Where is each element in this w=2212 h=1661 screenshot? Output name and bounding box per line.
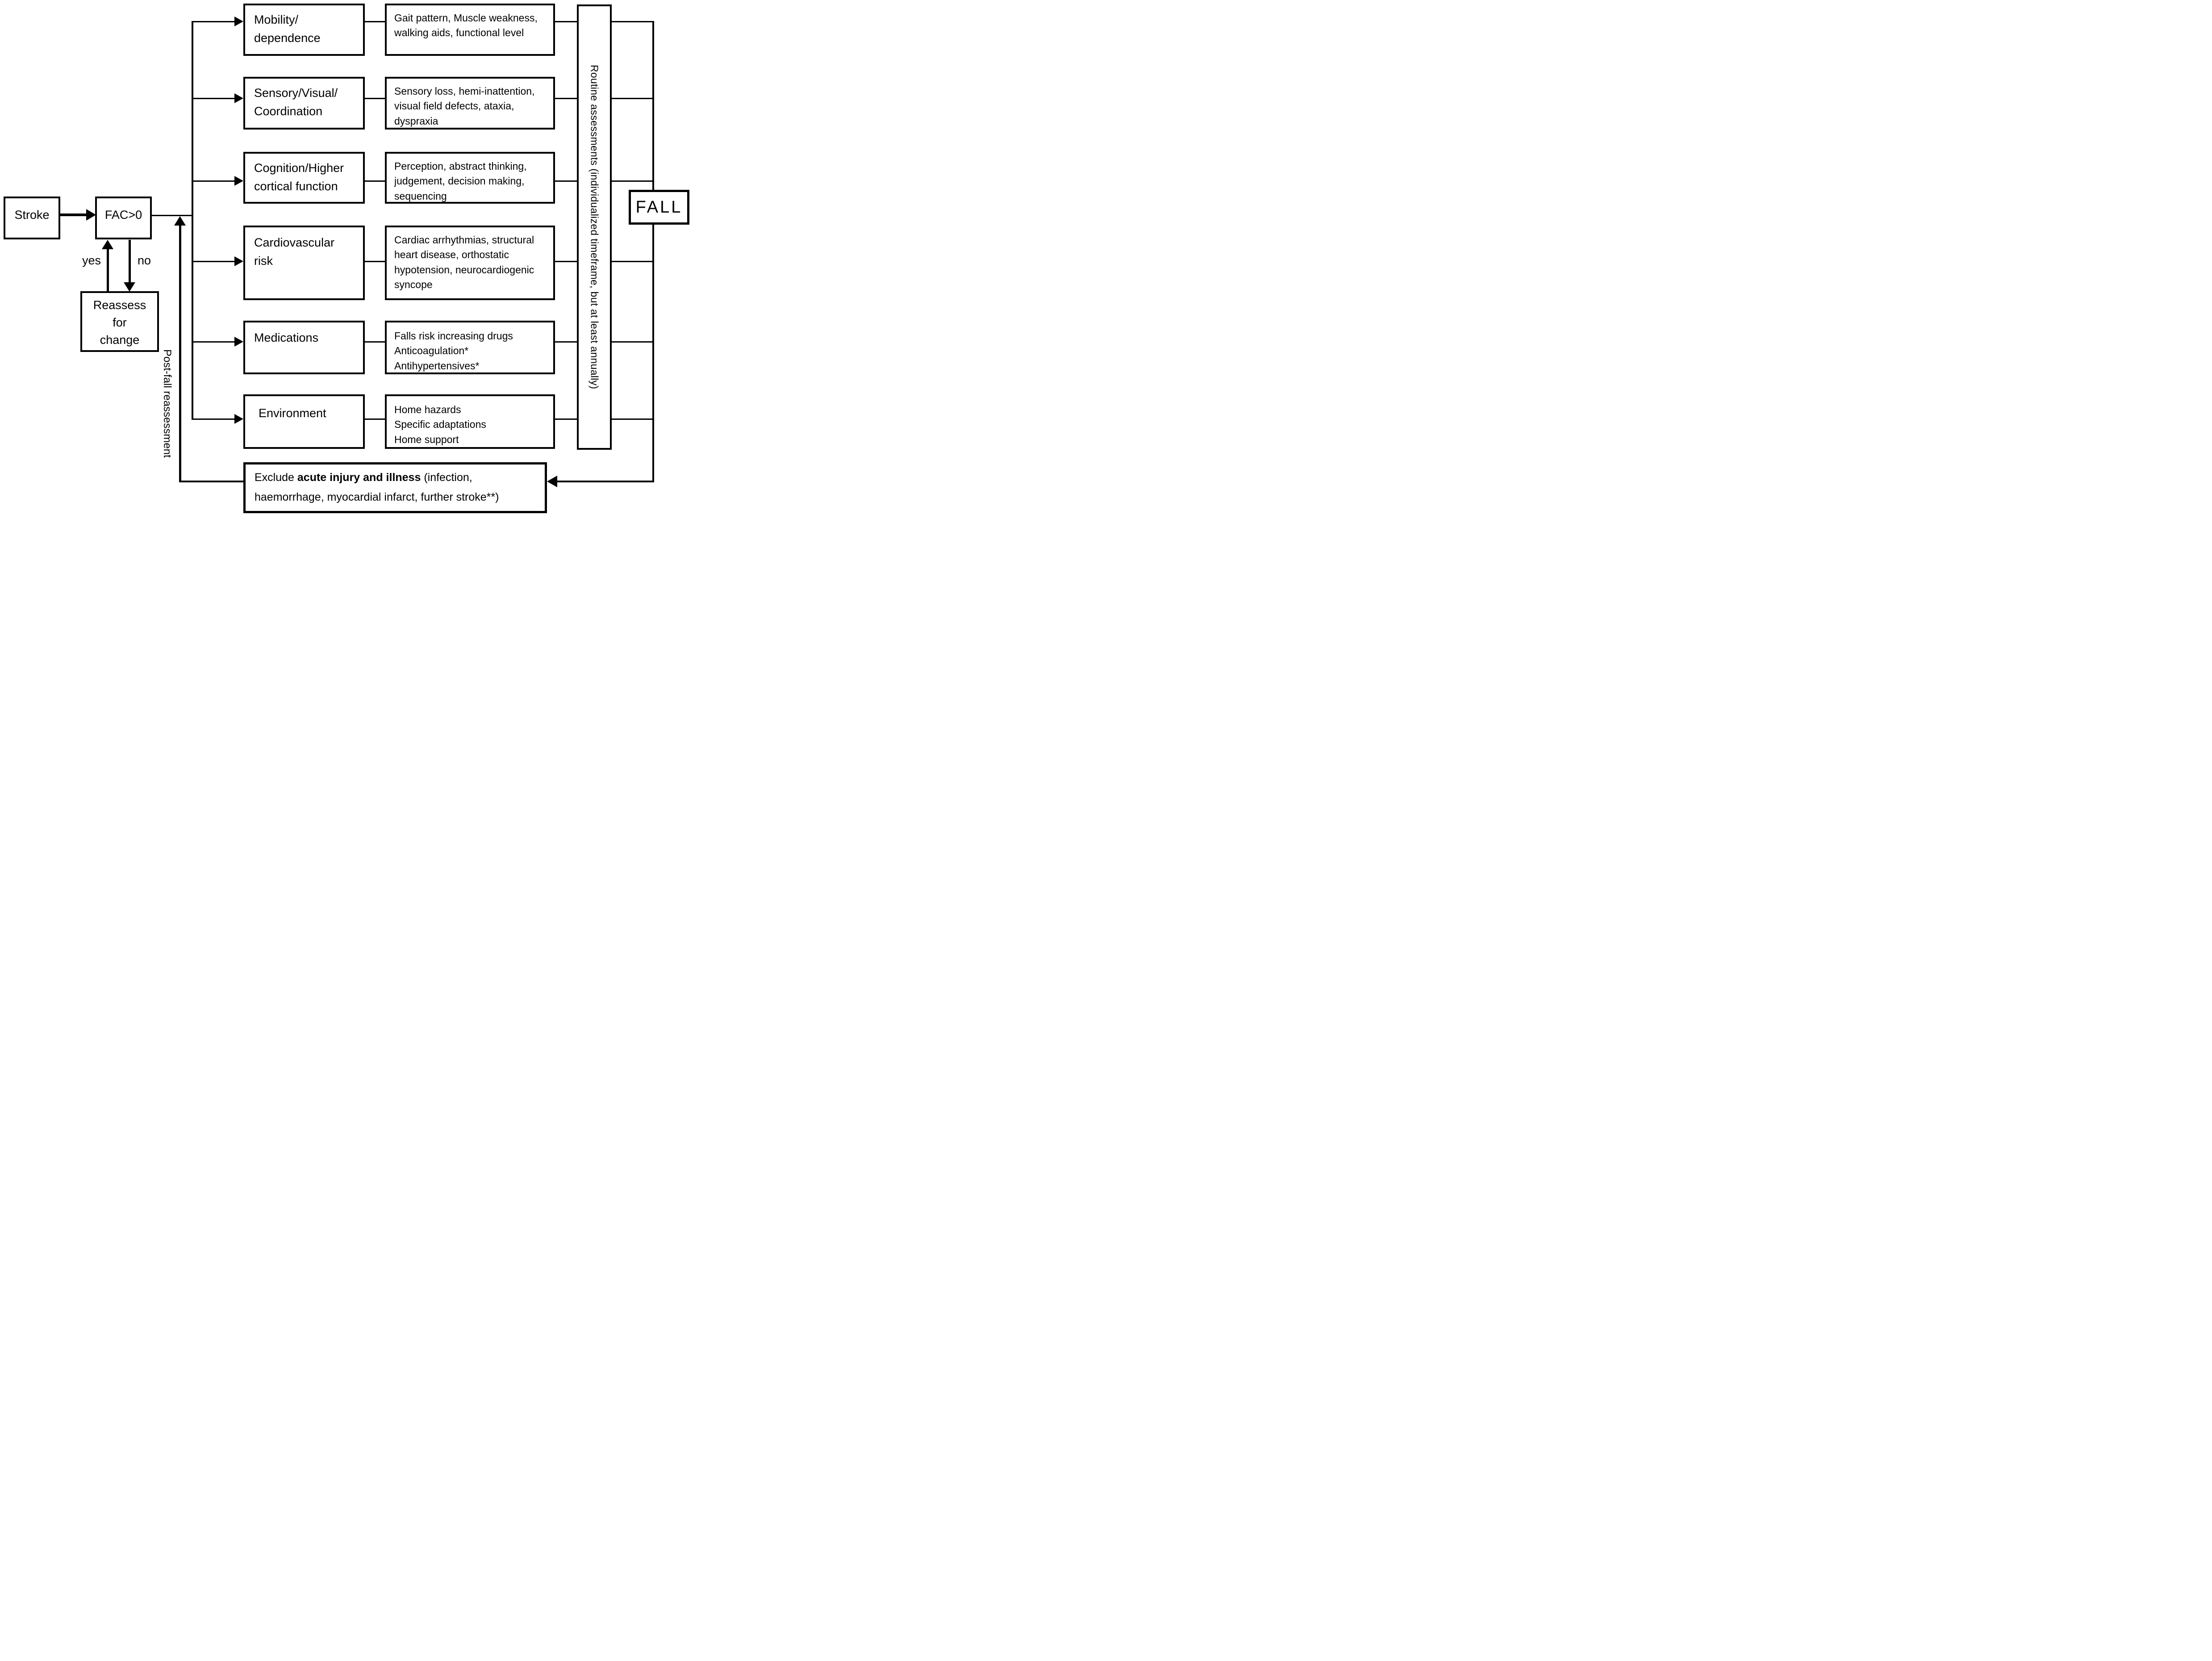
detail-box-sensory: Sensory loss, hemi-inattention, visual f…: [385, 77, 555, 130]
detail-box-environment: Home hazards Specific adaptations Home s…: [385, 394, 555, 449]
arrowhead-row1: [234, 17, 243, 26]
line-cat-det-row2: [365, 98, 385, 99]
exclude-text-pre: Exclude: [255, 471, 297, 484]
line-rung-row4: [612, 261, 654, 262]
yes-label: yes: [82, 254, 101, 267]
line-rung-row2: [612, 98, 654, 99]
line-det-routine-row1: [555, 21, 577, 22]
detail-box-mobility: Gait pattern, Muscle weakness, walking a…: [385, 4, 555, 56]
line-det-routine-row4: [555, 261, 577, 262]
line-yes: [107, 248, 109, 291]
detail-box-cognition: Perception, abstract thinking, judgement…: [385, 152, 555, 204]
line-right-spine-top: [652, 21, 654, 190]
category-box-cognition: Cognition/Higher cortical function: [243, 152, 365, 204]
line-cat-det-row1: [365, 21, 385, 22]
no-label: no: [138, 254, 151, 267]
line-cat-det-row6: [365, 418, 385, 420]
fac-box: FAC>0: [95, 197, 152, 239]
arrowhead-no-down: [124, 282, 135, 292]
arrowhead-row2: [234, 93, 243, 103]
line-rung-row5: [612, 341, 654, 343]
arrowhead-postfall-up: [174, 216, 186, 226]
line-branch-row4: [192, 261, 235, 262]
detail-box-medications: Falls risk increasing drugs Anticoagulat…: [385, 321, 555, 374]
line-det-routine-row5: [555, 341, 577, 343]
category-box-sensory: Sensory/Visual/ Coordination: [243, 77, 365, 130]
detail-box-cardiovascular: Cardiac arrhythmias, structural heart di…: [385, 226, 555, 300]
line-branch-row3: [192, 180, 235, 182]
category-box-mobility: Mobility/ dependence: [243, 4, 365, 56]
exclude-box: Exclude acute injury and illness (infect…: [243, 462, 547, 513]
line-cat-det-row4: [365, 261, 385, 262]
line-det-routine-row3: [555, 180, 577, 182]
line-right-spine-bottom: [652, 225, 654, 482]
line-cat-det-row3: [365, 180, 385, 182]
line-fall-to-exclude: [557, 481, 653, 482]
flowchart-canvas: Stroke FAC>0 Reassess for change yes no …: [0, 0, 690, 518]
line-fac-to-branch: [152, 215, 193, 216]
arrowhead-row3: [234, 176, 243, 186]
arrowhead-yes-up: [102, 240, 113, 249]
line-branch-row6: [192, 418, 235, 420]
reassess-box: Reassess for change: [80, 291, 159, 352]
line-postfall: [179, 225, 181, 482]
category-box-cardiovascular: Cardiovascular risk: [243, 226, 365, 300]
line-stroke-to-fac: [60, 213, 88, 216]
postfall-label: Post-fall reassessment: [161, 349, 173, 458]
arrowhead-row4: [234, 256, 243, 266]
routine-assessments-label: Routine assessments (individualized time…: [588, 65, 601, 389]
line-branch-row1: [192, 21, 235, 22]
line-rung-row1: [612, 21, 654, 22]
line-exclude-to-postfall: [180, 481, 243, 482]
arrowhead-into-exclude: [547, 476, 557, 487]
category-box-environment: Environment: [243, 394, 365, 449]
line-branch-row2: [192, 98, 235, 99]
routine-assessments-box: Routine assessments (individualized time…: [577, 4, 612, 450]
line-branch-spine: [192, 21, 193, 420]
line-rung-row3: [612, 180, 654, 182]
exclude-text-bold: acute injury and illness: [297, 471, 421, 484]
fall-box: FALL: [629, 190, 689, 225]
line-det-routine-row2: [555, 98, 577, 99]
exclude-text-post: (infection, haemorrhage, myocardial infa…: [255, 471, 499, 503]
arrowhead-row6: [234, 414, 243, 424]
line-branch-row5: [192, 341, 235, 343]
line-no: [129, 240, 131, 283]
line-rung-row6: [612, 418, 654, 420]
category-box-medications: Medications: [243, 321, 365, 374]
stroke-box: Stroke: [4, 197, 60, 239]
arrowhead-row5: [234, 337, 243, 347]
line-cat-det-row5: [365, 341, 385, 343]
arrowhead-stroke-to-fac: [86, 209, 96, 221]
line-det-routine-row6: [555, 418, 577, 420]
